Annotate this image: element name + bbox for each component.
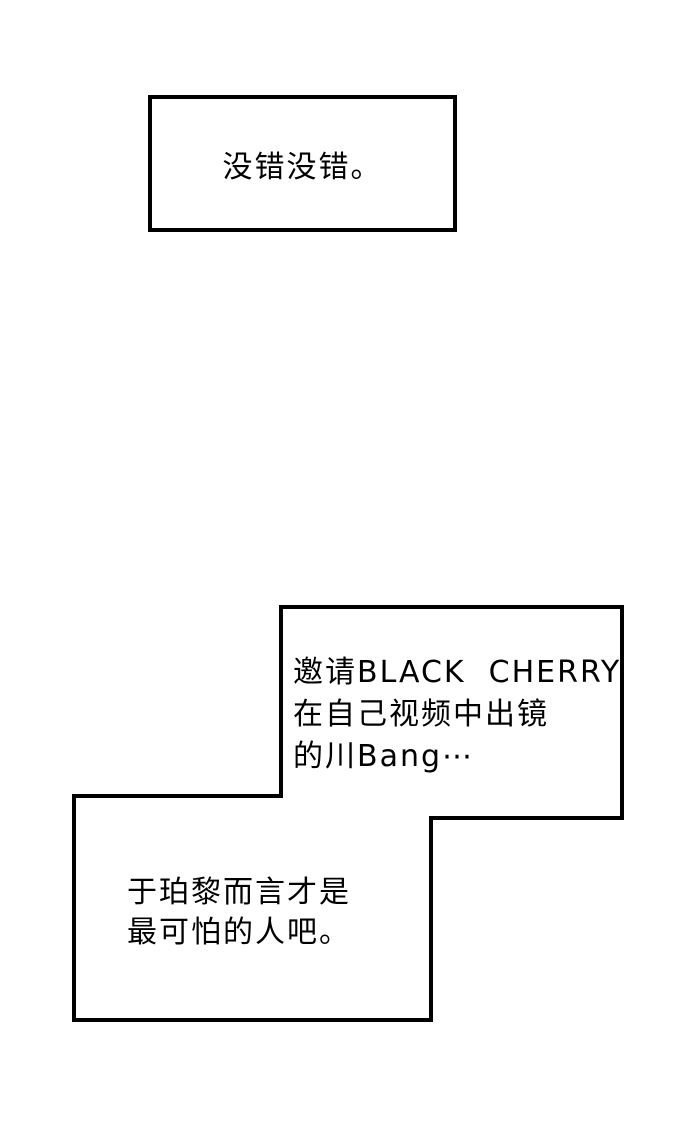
bottom-speech-line-1: 于珀黎而言才是 bbox=[127, 875, 351, 910]
top-speech-text: 没错没错。 bbox=[222, 149, 383, 185]
middle-speech-text: 邀请BLACK CHERRY 在自己视频中出镜 的川Bang⋯ bbox=[293, 652, 621, 778]
top-speech-box-border bbox=[148, 95, 457, 232]
bottom-speech-line-2: 最可怕的人吧。 bbox=[127, 915, 351, 950]
middle-speech-line-2: 在自己视频中出镜 bbox=[293, 697, 549, 732]
middle-speech-line-1: 邀请BLACK CHERRY bbox=[293, 655, 622, 690]
stepped-speech-box-border bbox=[72, 605, 624, 1022]
middle-speech-line-3: 的川Bang⋯ bbox=[293, 739, 475, 774]
bottom-speech-text: 于珀黎而言才是 最可怕的人吧。 bbox=[127, 873, 351, 953]
